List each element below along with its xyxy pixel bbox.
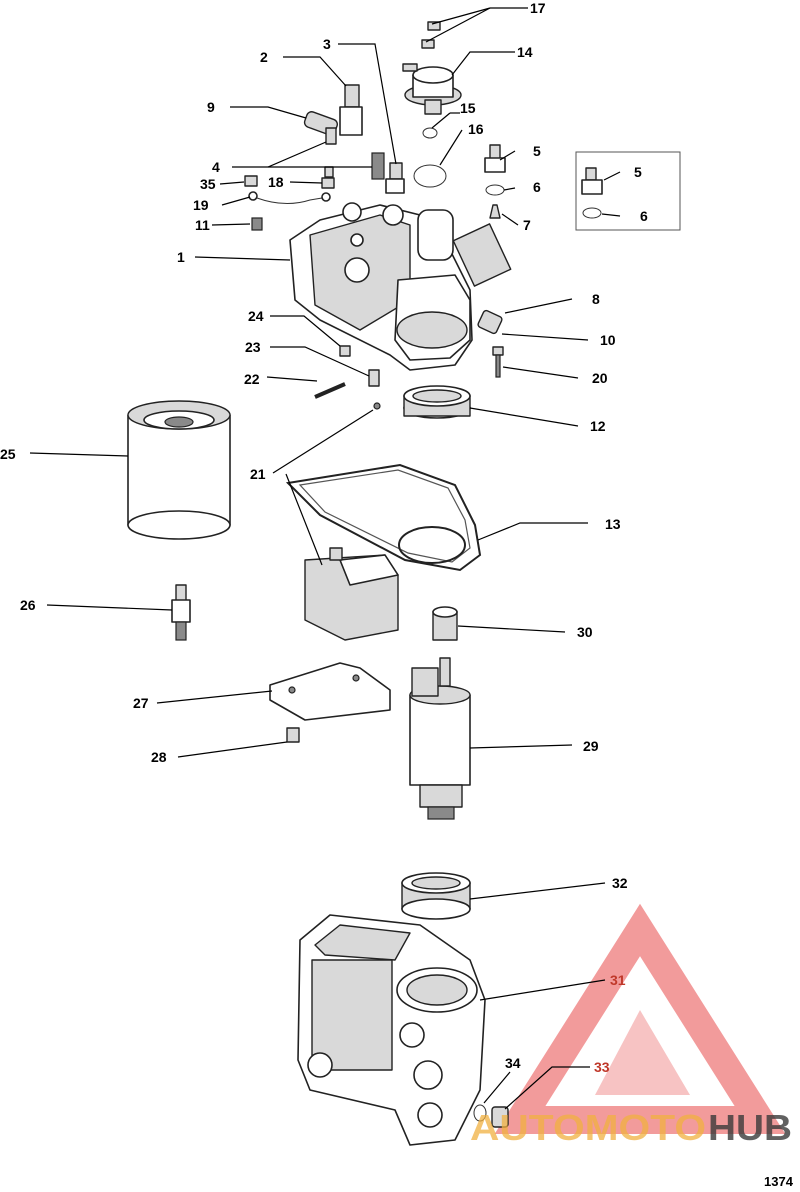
fitting-2-part [339,84,363,136]
screw-20-part [492,346,504,378]
callout-30: 30 [577,624,593,640]
fuel-filter-25-part [127,400,231,540]
connector-8-part [477,309,503,335]
watermark-text: AUTOMOTO HUB [470,1107,792,1148]
leader-lines [29,7,621,1110]
screw-28-part [286,727,300,743]
figure-number: 1374 [764,1174,794,1189]
callout-labels: 17 3 2 14 9 15 16 5 4 35 18 6 19 11 7 5 … [0,0,648,1075]
plug-33-part [491,1106,509,1128]
callout-31: 31 [610,972,626,988]
fitting-3-part [385,162,405,194]
pin-23-part [368,369,380,387]
callout-11: 11 [195,217,210,233]
seal-16-part [413,164,447,188]
clip-21a-part [373,402,381,410]
bracket-27-part [269,662,391,721]
gasket-13-part [285,463,482,572]
callout-25: 25 [0,446,16,462]
callout-7: 7 [523,217,531,233]
filter-sock-21-part [304,547,399,641]
inset-box [575,151,681,231]
housing-31-part [297,914,486,1146]
fitting-4b-part [371,152,385,180]
callout-33: 33 [594,1059,610,1075]
callout-16: 16 [468,121,484,137]
callout-10: 10 [600,332,616,348]
o-ring-6-part [485,184,505,196]
screw-18-part [321,177,335,189]
watermark-logo [494,903,786,1134]
fitting-4a-part [324,166,334,178]
screw-24-part [339,345,351,357]
fuel-pump-29-part [409,657,471,820]
callout-22: 22 [244,371,260,387]
callout-20: 20 [592,370,608,386]
watermark-text-light: AUTOMOTO [470,1107,706,1148]
callout-13: 13 [605,516,621,532]
fuel-supply-module-1-part [289,202,512,371]
screw-35-part [244,175,258,187]
pin-22-part [314,382,346,399]
callout-14: 14 [517,44,533,60]
pressure-regulator-14-part [402,63,462,115]
callout-17: 17 [530,0,546,16]
callout-27: 27 [133,695,149,711]
callout-3: 3 [323,36,331,52]
o-ring-34-part [473,1104,487,1122]
callout-9: 9 [207,99,215,115]
callout-32: 32 [612,875,628,891]
callout-26: 26 [20,597,36,613]
callout-35: 35 [200,176,216,192]
callout-1: 1 [177,249,185,265]
callout-18: 18 [268,174,284,190]
tip-7-part [489,204,501,219]
callout-29: 29 [583,738,599,754]
o-ring-15-part [422,127,438,139]
sleeve-30-part [432,606,458,641]
callout-5: 5 [533,143,541,159]
callout-15: 15 [460,100,476,116]
callout-8: 8 [592,291,600,307]
ground-wire-19-part [248,191,331,204]
seal-12-part [403,385,471,419]
inset-callout-6: 6 [640,208,648,224]
seal-32-part [401,872,471,920]
callout-6: 6 [533,179,541,195]
fitting-5-part [484,144,506,173]
sensor-26-part [171,584,191,641]
callout-21: 21 [250,466,266,482]
screen-11-part [251,217,263,231]
callout-28: 28 [151,749,167,765]
callout-24: 24 [248,308,264,324]
callout-34: 34 [505,1055,521,1071]
screw-17-part [421,21,441,49]
callout-12: 12 [590,418,606,434]
watermark-text-dark: HUB [708,1107,792,1148]
callout-2: 2 [260,49,268,65]
inset-callout-5: 5 [634,164,642,180]
callout-23: 23 [245,339,261,355]
callout-19: 19 [193,197,209,213]
callout-4: 4 [212,159,220,175]
elbow-9-part [303,111,339,145]
